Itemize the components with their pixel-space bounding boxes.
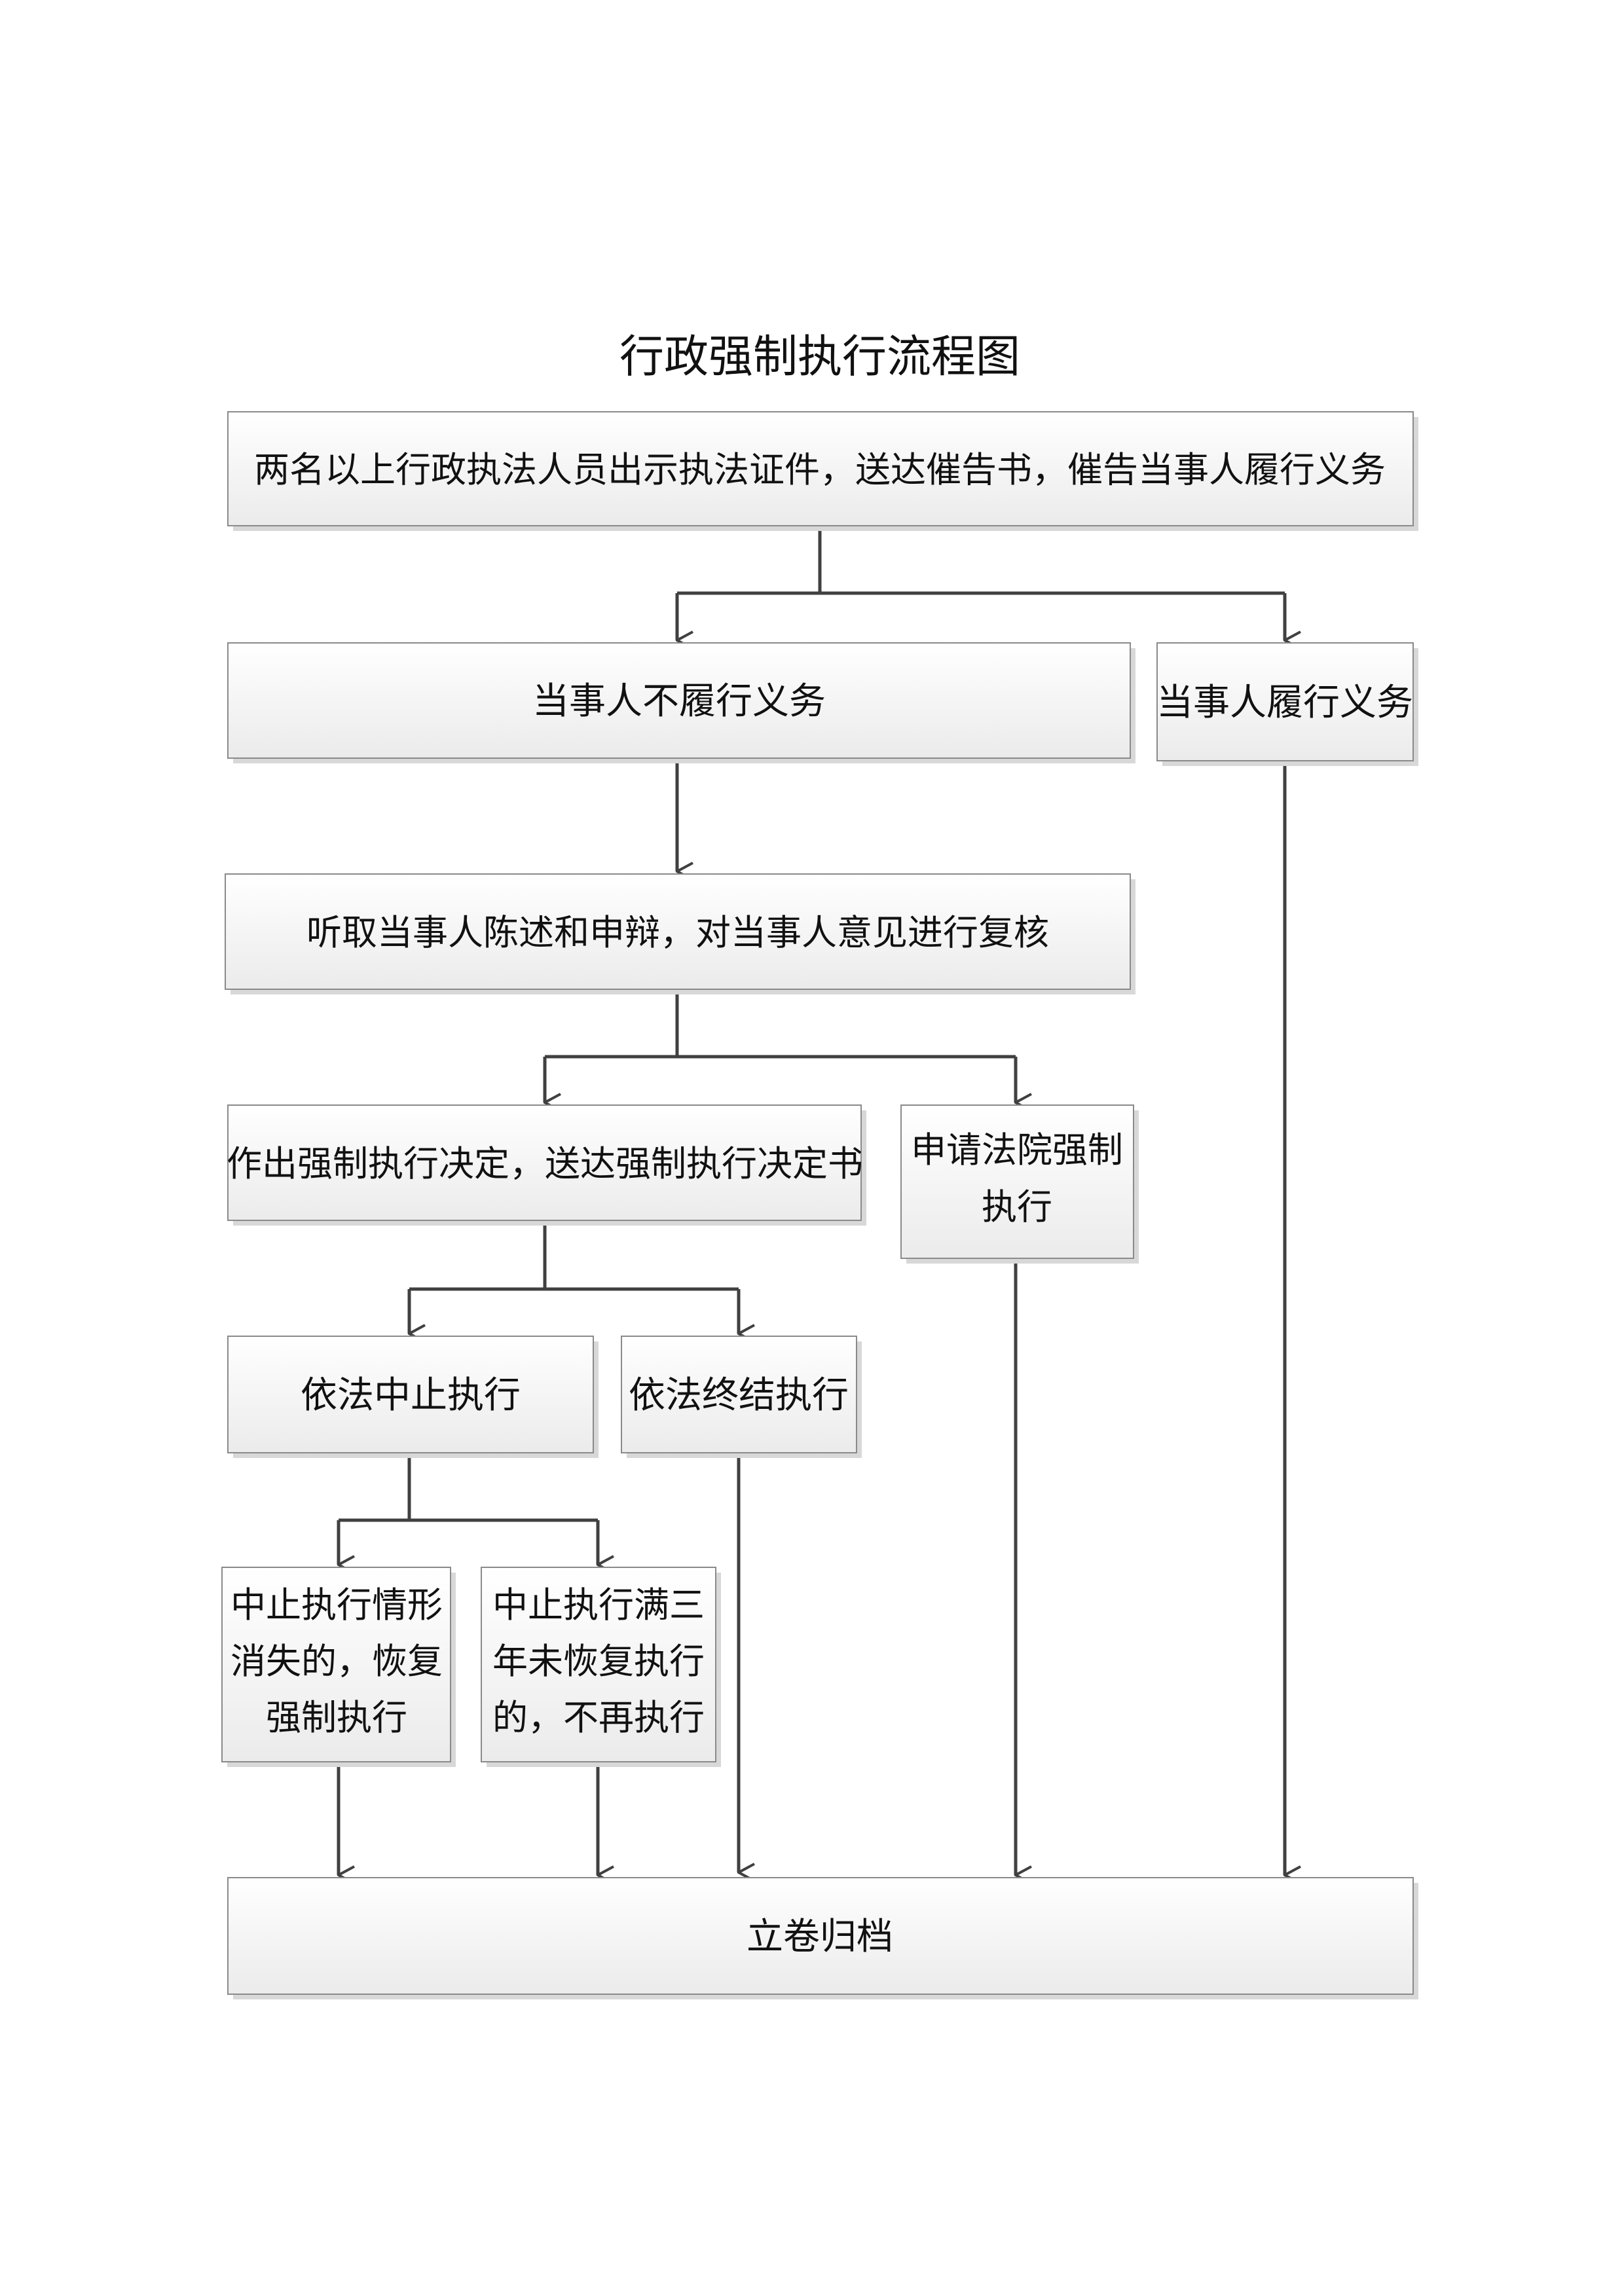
node-not-fulfill: 当事人不履行义务 <box>227 642 1135 763</box>
node-terminate: 依法终结执行 <box>621 1336 862 1458</box>
node-court: 申请法院强制 执行 <box>900 1104 1139 1264</box>
node-suspend: 依法中止执行 <box>227 1336 599 1458</box>
node-archive-label: 立卷归档 <box>747 1916 893 1958</box>
node-not-fulfill-label: 当事人不履行义务 <box>532 680 826 723</box>
node-court-line-2: 执行 <box>982 1186 1052 1228</box>
node-notify-label: 两名以上行政执法人员出示执法证件，送达催告书，催告当事人履行义务 <box>254 449 1386 490</box>
node-resume-line-3: 强制执行 <box>266 1697 407 1738</box>
node-court-line-1: 申请法院强制 <box>911 1129 1123 1171</box>
node-resume: 中止执行情形 消失的，恢复 强制执行 <box>221 1567 456 1767</box>
node-no-resume-line-1: 中止执行满三 <box>492 1584 705 1626</box>
node-no-resume: 中止执行满三 年未恢复执行 的，不再执行 <box>481 1567 721 1767</box>
node-archive: 立卷归档 <box>227 1877 1418 1999</box>
node-resume-line-2: 消失的，恢复 <box>231 1641 443 1682</box>
node-decision-label: 作出强制执行决定，送达强制执行决定书 <box>227 1143 863 1184</box>
diagram-title: 行政强制执行流程图 <box>619 331 1020 383</box>
node-decision: 作出强制执行决定，送达强制执行决定书 <box>227 1104 866 1226</box>
node-resume-line-1: 中止执行情形 <box>231 1584 443 1626</box>
connectors <box>337 526 1285 1875</box>
node-fulfill: 当事人履行义务 <box>1156 642 1418 766</box>
node-hearing-label: 听取当事人陈述和申辩，对当事人意见进行复核 <box>306 912 1049 953</box>
node-suspend-label: 依法中止执行 <box>301 1374 521 1417</box>
node-notify: 两名以上行政执法人员出示执法证件，送达催告书，催告当事人履行义务 <box>227 411 1418 531</box>
node-no-resume-line-3: 的，不再执行 <box>492 1697 705 1738</box>
node-fulfill-label: 当事人履行义务 <box>1156 682 1413 724</box>
node-no-resume-line-2: 年未恢复执行 <box>492 1641 705 1682</box>
node-hearing: 听取当事人陈述和申辩，对当事人意见进行复核 <box>225 873 1135 994</box>
node-terminate-label: 依法终结执行 <box>629 1374 849 1417</box>
